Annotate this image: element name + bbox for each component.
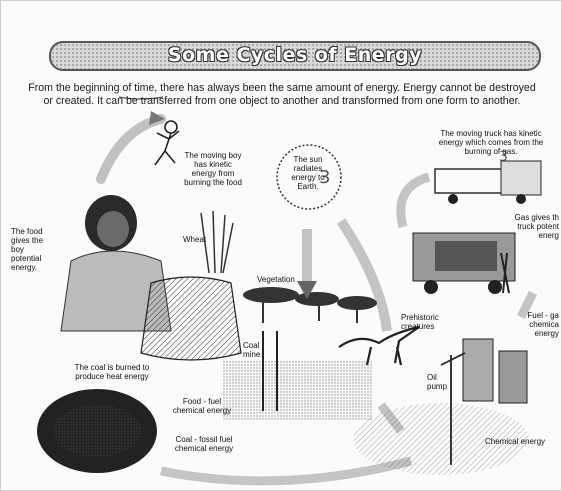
caption-line: Coal - fossil fuel (167, 435, 241, 444)
caption-line: Gas gives th (509, 213, 559, 222)
dinosaur-figure (339, 327, 419, 365)
caption-line: has kinetic (175, 160, 251, 169)
caption-line: energy from (175, 169, 251, 178)
caption-line: energy which comes from the (431, 138, 551, 147)
caption-line: chemical energy (167, 444, 241, 453)
arrow-boy-food (101, 119, 161, 179)
caption-line: The coal is burned to (57, 363, 167, 372)
caption-line: produce heat energy (57, 372, 167, 381)
caption-line: boy (11, 245, 59, 254)
caption-line: energy (511, 329, 559, 338)
caption-line: pump (427, 382, 447, 391)
caption-line: energy. (11, 263, 59, 272)
caption-moving-boy: The moving boy has kinetic energy from b… (175, 151, 251, 187)
caption-line: chemical energy (167, 406, 237, 415)
caption-line: energ (509, 231, 559, 240)
caption-oil-pump: Oil pump (427, 373, 447, 391)
grain-sack (141, 211, 241, 360)
caption-line: Food - fuel (167, 397, 237, 406)
caption-coal-mine: Coal mine (243, 341, 260, 359)
caption-coal-burned: The coal is burned to produce heat energ… (57, 363, 167, 381)
caption-gas: Gas gives th truck potent energ (509, 213, 559, 240)
caption-food-fuel: Food - fuel chemical energy (167, 397, 237, 415)
caption-line: burning the food (175, 178, 251, 187)
caption-line: The sun (285, 155, 331, 164)
caption-line: burning of gas. (431, 147, 551, 156)
caption-line: gives the (11, 236, 59, 245)
title-banner: Some Cycles of Energy (49, 41, 541, 71)
caption-fuel-gas: Fuel - ga chemica energy (511, 311, 559, 338)
coal-fire (37, 389, 157, 473)
caption-line: mine (243, 350, 260, 359)
intro-line-1: From the beginning of time, there has al… (9, 82, 555, 95)
caption-vegetation: Vegetation (257, 275, 295, 284)
caption-line: radiates (285, 164, 331, 173)
caption-line: Earth. (285, 182, 331, 191)
caption-food: The food gives the boy potential energy. (11, 227, 59, 272)
caption-line: Oil (427, 373, 447, 382)
caption-line: The moving boy (175, 151, 251, 160)
caption-line: Fuel - ga (511, 311, 559, 320)
moving-truck (435, 161, 541, 204)
caption-line: energy to (285, 173, 331, 182)
caption-sun: The sun radiates energy to Earth. (285, 155, 331, 191)
oil-drums (463, 339, 527, 403)
caption-line: Coal (243, 341, 260, 350)
caption-line: chemica (511, 320, 559, 329)
caption-moving-truck: The moving truck has kinetic energy whic… (431, 129, 551, 156)
intro-line-2: or created. It can be transferred from o… (9, 95, 555, 108)
caption-line: potential (11, 254, 59, 263)
gas-station-truck (413, 233, 515, 294)
caption-line: The moving truck has kinetic (431, 129, 551, 138)
caption-line: Prehistoric (401, 313, 439, 322)
caption-prehistoric: Prehistoric creatures (401, 313, 439, 331)
caption-chemical-energy: Chemical energy (485, 437, 545, 446)
page-title: Some Cycles of Energy (51, 44, 539, 66)
caption-wheat: Wheat (183, 235, 206, 244)
caption-line: truck potent (509, 222, 559, 231)
caption-line: creatures (401, 322, 439, 331)
caption-coal-fossil: Coal - fossil fuel chemical energy (167, 435, 241, 453)
caption-line: The food (11, 227, 59, 236)
